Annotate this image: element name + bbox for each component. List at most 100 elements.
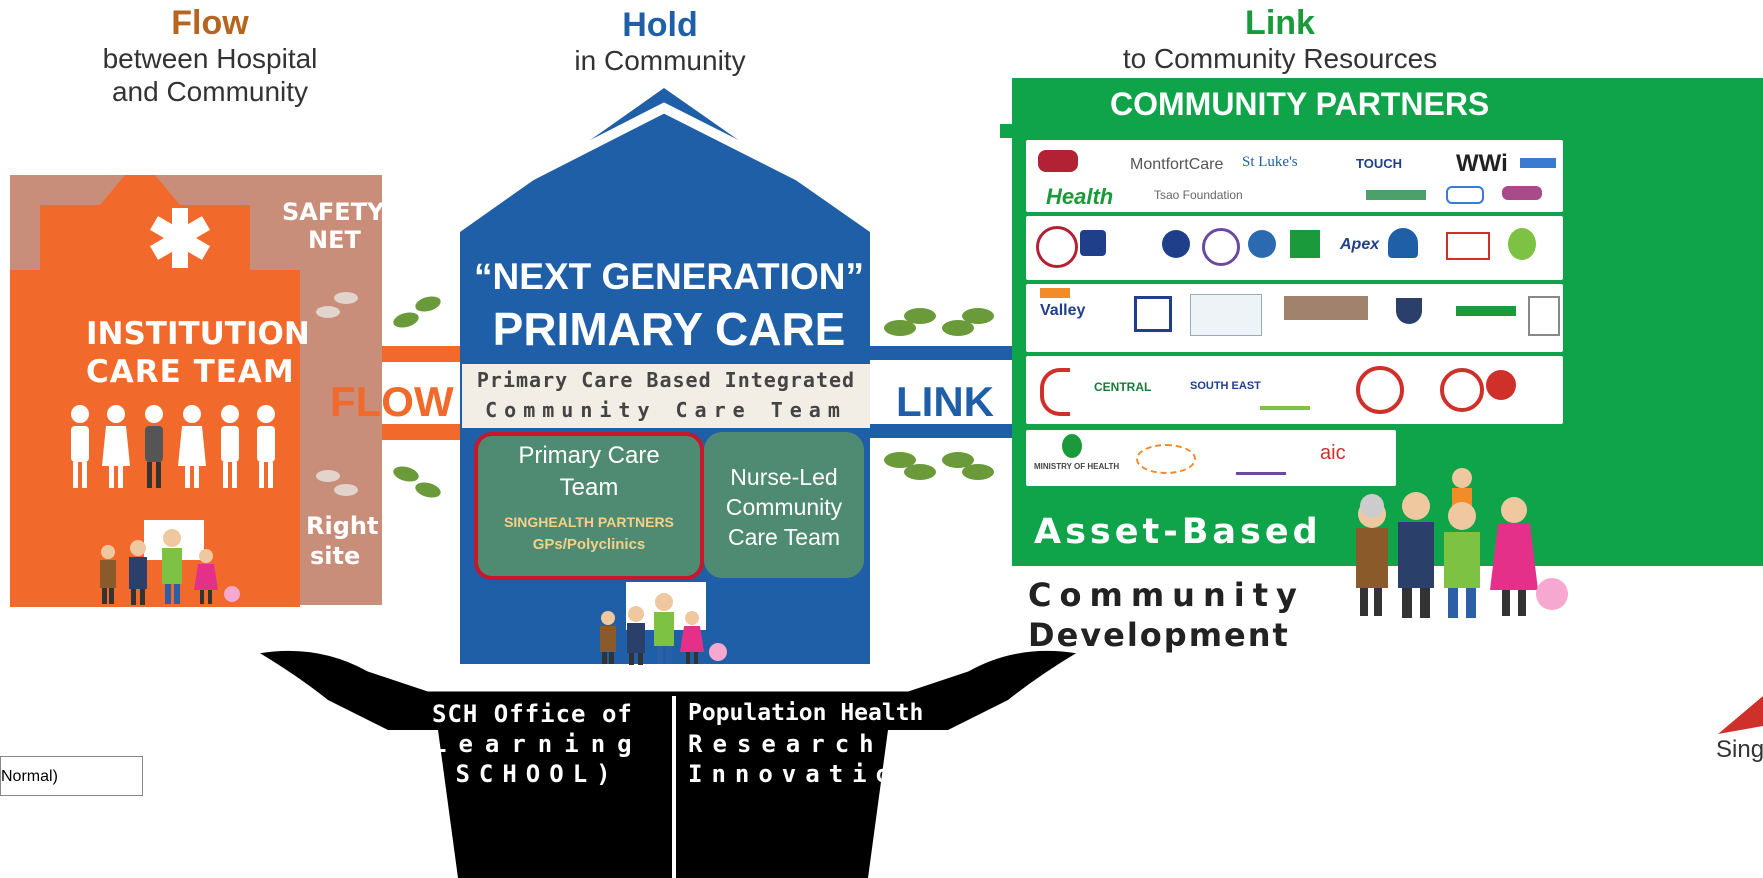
nurse-led-line-3: Care Team bbox=[727, 524, 841, 550]
community-partners-title: COMMUNITY PARTNERS bbox=[1110, 86, 1490, 122]
primary-care-title: PRIMARY CARE bbox=[492, 303, 846, 355]
hold-header: Hold in Community bbox=[540, 6, 780, 77]
asset-based-label: Asset-Based bbox=[1034, 512, 1322, 552]
integrated-team-line-1: Primary Care Based Integrated bbox=[476, 368, 856, 392]
partner-logo-icon-10 bbox=[1290, 230, 1320, 258]
office-of-learning-line-3: (SCHOOL) bbox=[432, 760, 620, 788]
nurse-led-line-1: Nurse-Led bbox=[730, 464, 838, 490]
partner-logo-icon-12 bbox=[1446, 232, 1490, 260]
partner-logo-icon-3 bbox=[1446, 186, 1484, 204]
nurse-led-team-box bbox=[704, 432, 864, 578]
st-lukes-logo: St Luke's bbox=[1242, 154, 1298, 170]
partner-logo-icon-23 bbox=[1356, 366, 1404, 414]
partner-logo-icon-9 bbox=[1248, 230, 1276, 258]
partner-logo-icon-8 bbox=[1202, 228, 1240, 266]
community-development-line-1: Community bbox=[1028, 576, 1305, 614]
office-of-learning-line-2: Learning bbox=[432, 730, 644, 758]
partner-logo-icon-27 bbox=[1236, 444, 1286, 475]
partner-logo-icon-4 bbox=[1502, 186, 1542, 200]
partner-logo-icon-13 bbox=[1508, 228, 1536, 260]
partner-logo-icon-16 bbox=[1190, 294, 1262, 336]
link-connector-top bbox=[868, 346, 1014, 360]
singhealth-logo-icon bbox=[1718, 696, 1763, 734]
moh-logo-icon bbox=[1062, 434, 1082, 458]
footprints-icon-safety bbox=[316, 292, 358, 318]
flow-subtitle-1: between Hospital bbox=[102, 43, 318, 74]
partner-logo-icon-18 bbox=[1396, 298, 1422, 324]
safety-net-label-1: SAFETY bbox=[282, 198, 385, 226]
partner-logo-icon-5 bbox=[1036, 226, 1078, 268]
orange-valley-logo: Valley bbox=[1040, 302, 1086, 319]
logo-row-2: Apex bbox=[1026, 216, 1563, 280]
partner-logo-icon-20 bbox=[1528, 296, 1560, 336]
partner-logo-icon-17 bbox=[1284, 296, 1368, 320]
style-name-text: Normal) bbox=[1, 768, 58, 785]
partner-logo-icon bbox=[1520, 158, 1556, 168]
footprints-icon-flow-bottom bbox=[393, 466, 441, 498]
link-title: Link bbox=[1245, 4, 1315, 42]
primary-care-team-line-2: Team bbox=[559, 474, 619, 501]
integrated-team-band bbox=[462, 364, 870, 428]
link-header: Link to Community Resources bbox=[1100, 4, 1460, 75]
montfortcare-logo: MontfortCare bbox=[1130, 156, 1224, 173]
community-panel-notch bbox=[1000, 124, 1014, 138]
nurse-led-line-2: Community bbox=[725, 494, 843, 520]
singhealth-partners-label: SINGHEALTH PARTNERS bbox=[504, 514, 674, 530]
apex-logo: Apex bbox=[1340, 236, 1380, 253]
link-connector-bottom bbox=[868, 424, 1014, 438]
partner-logo-icon-2 bbox=[1366, 190, 1426, 200]
link-subtitle: to Community Resources bbox=[1122, 43, 1438, 74]
footprints-icon-link-top bbox=[884, 308, 994, 336]
logo-row-4: CENTRAL SOUTH EAST bbox=[1026, 356, 1563, 424]
health-logo: Health bbox=[1046, 184, 1114, 209]
partner-logo-icon-21 bbox=[1040, 368, 1070, 416]
institution-label: INSTITUTION bbox=[86, 316, 310, 352]
family-icon-hospital bbox=[100, 520, 240, 605]
population-health-line-1: Population Health bbox=[688, 700, 924, 726]
singhealth-brand-text: Sing bbox=[1716, 736, 1763, 763]
ministry-of-health-logo: MINISTRY OF HEALTH bbox=[1034, 462, 1120, 471]
partner-logo-icon-25 bbox=[1486, 370, 1516, 400]
touch-logo: TOUCH bbox=[1356, 156, 1402, 171]
population-health-line-2: Research & bbox=[688, 730, 933, 758]
population-health-line-3: Innovation bbox=[688, 760, 923, 788]
footprints-icon-link-bottom bbox=[884, 452, 994, 480]
flow-title: Flow bbox=[171, 4, 249, 42]
gps-polyclinics-label: GPs/Polyclinics bbox=[532, 536, 646, 553]
tsao-foundation-logo: Tsao Foundation bbox=[1154, 188, 1243, 202]
primary-care-team-line-1: Primary Care bbox=[518, 442, 660, 469]
flow-subtitle-2: and Community bbox=[111, 76, 309, 107]
partner-logo-icon-24 bbox=[1440, 368, 1484, 412]
next-generation-title: “NEXT GENERATION” bbox=[474, 256, 864, 297]
central-singapore-logo: CENTRAL bbox=[1094, 380, 1152, 394]
partner-logo-icon-7 bbox=[1162, 230, 1190, 258]
right-site-label-1: Right bbox=[306, 512, 379, 540]
sidar-logo-icon bbox=[1038, 150, 1078, 172]
footprints-icon-right-site bbox=[316, 470, 358, 496]
partner-logo-icon-22 bbox=[1260, 370, 1310, 410]
right-site-label-2: site bbox=[310, 542, 361, 570]
hold-subtitle: in Community bbox=[574, 45, 746, 76]
medical-star-icon bbox=[150, 208, 210, 268]
style-name-box[interactable]: Normal) bbox=[0, 756, 143, 796]
hold-title: Hold bbox=[622, 6, 698, 44]
supporting-hands bbox=[257, 647, 1079, 878]
south-east-logo: SOUTH EAST bbox=[1190, 380, 1261, 392]
partner-logo-icon-14 bbox=[1040, 288, 1070, 298]
family-icon-house bbox=[600, 582, 727, 665]
integrated-team-line-2: Community Care Team bbox=[485, 398, 847, 422]
flow-header: Flow between Hospital and Community bbox=[60, 4, 360, 108]
partner-logo-icon-15 bbox=[1134, 296, 1172, 332]
logo-row-5: MINISTRY OF HEALTH aic bbox=[1026, 430, 1396, 486]
flow-arrow-label: FLOW bbox=[330, 378, 454, 425]
partner-logo-icon-6 bbox=[1080, 230, 1106, 256]
logo-row-1: MontfortCare St Luke's TOUCH WWi Health … bbox=[1026, 140, 1563, 212]
partner-logo-icon-26 bbox=[1136, 444, 1196, 474]
logo-row-3: Valley bbox=[1026, 284, 1563, 352]
safety-net-label-2: NET bbox=[308, 226, 361, 254]
office-of-learning-line-1: SCH Office of bbox=[432, 700, 633, 728]
link-arrow-label: LINK bbox=[896, 378, 994, 425]
footprints-icon-flow-top bbox=[393, 296, 441, 328]
aic-logo: aic bbox=[1320, 442, 1346, 464]
partner-logo-icon-19 bbox=[1456, 306, 1516, 316]
